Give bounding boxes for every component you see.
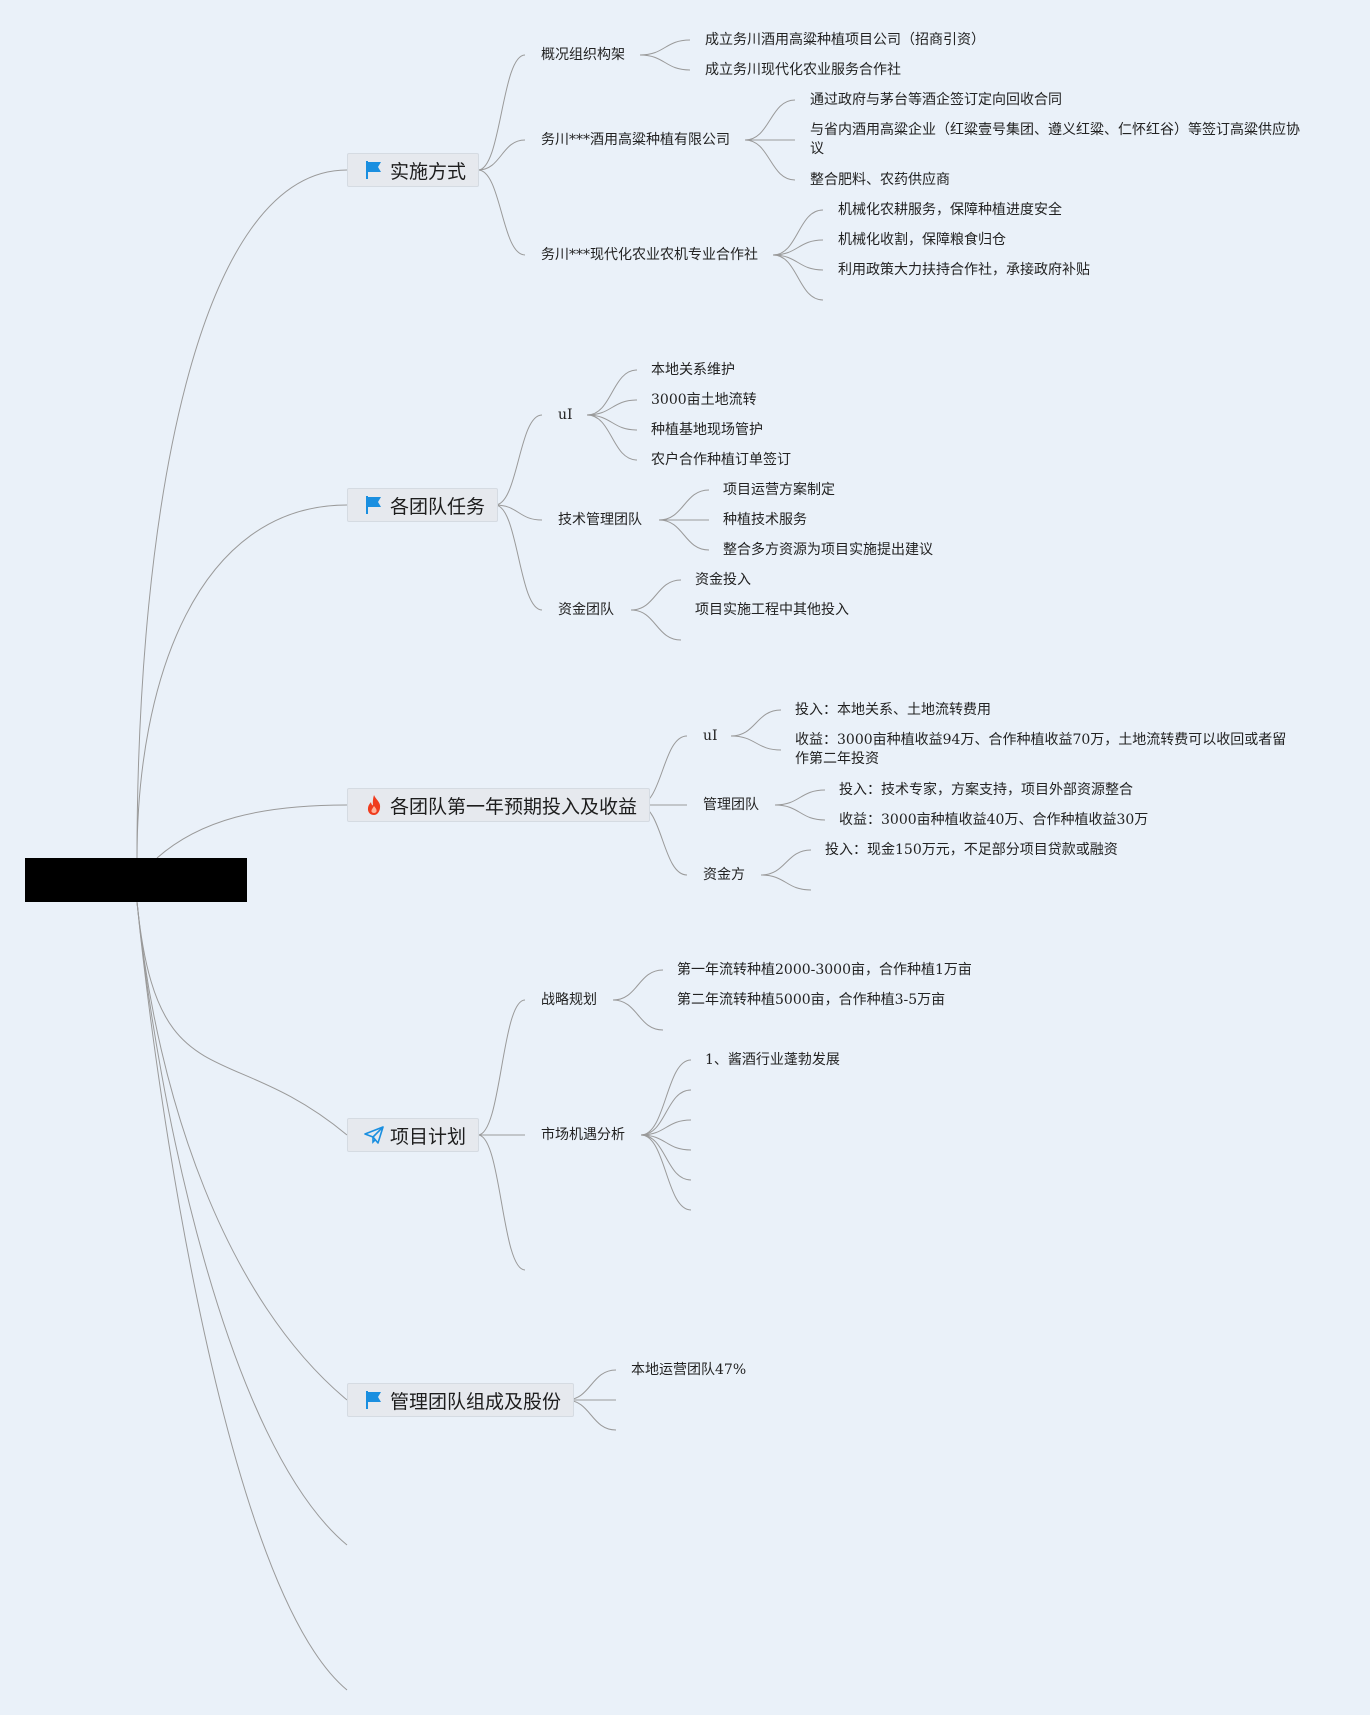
subtopic-local-operations-team[interactable]: 本地运营团队47% xyxy=(631,1362,747,1378)
connector-line xyxy=(136,169,348,859)
flag-icon xyxy=(364,494,384,516)
leaf-topic[interactable]: 机械化收割，保障粮食归仓 xyxy=(838,232,1006,248)
connector-line xyxy=(494,504,543,521)
leaf-topic[interactable]: 整合肥料、农药供应商 xyxy=(810,172,950,188)
topic-label: 各团队任务 xyxy=(390,495,486,518)
leaf-topic[interactable]: 通过政府与茅台等酒企签订定向回收合同 xyxy=(810,92,1062,108)
connector-line xyxy=(640,1134,692,1211)
connector-line xyxy=(586,369,638,416)
connector-line xyxy=(136,901,348,1136)
leaf-topic[interactable]: 种植技术服务 xyxy=(723,512,807,528)
leaf-topic[interactable]: 投入：现金150万元，不足部分项目贷款或融资 xyxy=(825,842,1118,858)
connector-line xyxy=(477,54,526,171)
subtopic-ui-team[interactable]: uI xyxy=(703,728,718,744)
connector-line xyxy=(639,54,691,71)
leaf-topic[interactable]: 利用政策大力扶持合作社，承接政府补贴 xyxy=(838,262,1090,278)
connector-line xyxy=(772,254,824,271)
topic-team-tasks[interactable]: 各团队任务 xyxy=(347,488,499,522)
leaf-topic[interactable]: 机械化农耕服务，保障种植进度安全 xyxy=(838,202,1062,218)
connector-line xyxy=(612,969,664,1001)
leaf-topic[interactable]: 成立务川现代化农业服务合作社 xyxy=(705,62,901,78)
paper-plane-icon xyxy=(364,1124,384,1146)
subtopic-management-team[interactable]: 管理团队 xyxy=(703,797,759,813)
connector-line xyxy=(772,209,824,256)
leaf-topic[interactable]: 收益：3000亩种植收益40万、合作种植收益30万 xyxy=(839,812,1149,828)
leaf-topic[interactable]: 第一年流转种植2000-3000亩，合作种植1万亩 xyxy=(677,962,972,978)
topic-project-plan[interactable]: 项目计划 xyxy=(347,1118,480,1152)
leaf-topic[interactable]: 资金投入 xyxy=(695,572,751,588)
topic-management-team-shares[interactable]: 管理团队组成及股份 xyxy=(347,1383,575,1417)
connector-line xyxy=(630,609,682,641)
connector-line xyxy=(586,414,638,461)
connector-line xyxy=(772,239,824,256)
connector-line xyxy=(730,709,782,737)
topic-label: 项目计划 xyxy=(390,1125,467,1148)
subtopic-market-analysis[interactable]: 市场机遇分析 xyxy=(541,1127,625,1143)
leaf-topic[interactable]: 投入：本地关系、土地流转费用 xyxy=(795,702,991,718)
topic-label: 管理团队组成及股份 xyxy=(390,1390,562,1413)
connector-line xyxy=(760,874,812,891)
connector-line xyxy=(477,169,526,256)
leaf-topic[interactable]: 投入：技术专家，方案支持，项目外部资源整合 xyxy=(839,782,1133,798)
leaf-topic[interactable]: 项目运营方案制定 xyxy=(723,482,835,498)
leaf-topic[interactable]: 整合多方资源为项目实施提出建议 xyxy=(723,542,933,558)
connector-line xyxy=(156,804,348,859)
topic-label: 各团队第一年预期投入及收益 xyxy=(390,795,638,818)
connector-line xyxy=(658,519,710,551)
subtopic-agri-cooperative[interactable]: 务川***现代化农业农机专业合作社 xyxy=(541,247,758,263)
leaf-topic[interactable]: 3000亩土地流转 xyxy=(651,392,757,408)
connector-line xyxy=(772,254,824,301)
leaf-topic[interactable]: 本地关系维护 xyxy=(651,362,735,378)
leaf-topic[interactable]: 第二年流转种植5000亩，合作种植3-5万亩 xyxy=(677,992,946,1008)
topic-first-year-investment-returns[interactable]: 各团队第一年预期投入及收益 xyxy=(347,788,651,822)
leaf-topic[interactable]: 成立务川酒用高粱种植项目公司（招商引资） xyxy=(705,32,985,48)
fire-icon xyxy=(364,794,384,816)
subtopic-org-structure[interactable]: 概况组织构架 xyxy=(541,47,625,63)
subtopic-ui-team[interactable]: uI xyxy=(558,407,573,423)
connector-line xyxy=(477,1134,526,1271)
connector-line xyxy=(640,1134,692,1151)
connector-line xyxy=(136,901,348,1546)
topic-label: 实施方式 xyxy=(390,160,467,183)
subtopic-tech-management-team[interactable]: 技术管理团队 xyxy=(558,512,642,528)
connector-line xyxy=(640,1089,692,1136)
connector-line xyxy=(586,399,638,416)
leaf-topic[interactable]: 1、酱酒行业蓬勃发展 xyxy=(705,1052,840,1068)
connector-line xyxy=(136,901,348,1691)
subtopic-sorghum-company[interactable]: 务川***酒用高粱种植有限公司 xyxy=(541,132,730,148)
connector-line xyxy=(640,1134,692,1181)
leaf-topic[interactable]: 与省内酒用高粱企业（红粱壹号集团、遵义红粱、仁怀红谷）等签订高粱供应协议 xyxy=(810,122,1300,157)
connector-line xyxy=(744,99,796,141)
leaf-topic[interactable]: 种植基地现场管护 xyxy=(651,422,763,438)
topic-implementation-method[interactable]: 实施方式 xyxy=(347,153,480,187)
connector-line xyxy=(730,735,782,751)
connector-line xyxy=(640,1119,692,1136)
connector-line xyxy=(774,789,826,806)
subtopic-investor[interactable]: 资金方 xyxy=(703,867,745,883)
connector-line xyxy=(640,1059,692,1136)
connector-line xyxy=(658,489,710,521)
subtopic-strategic-planning[interactable]: 战略规划 xyxy=(541,992,597,1008)
subtopic-funding-team[interactable]: 资金团队 xyxy=(558,602,614,618)
connector-line xyxy=(494,504,543,611)
connector-line xyxy=(639,39,691,56)
connector-line xyxy=(760,849,812,876)
connector-line xyxy=(586,414,638,431)
connector-line xyxy=(494,414,543,506)
leaf-topic[interactable]: 农户合作种植订单签订 xyxy=(651,452,791,468)
root-topic-redacted[interactable] xyxy=(25,858,247,902)
connector-line xyxy=(744,139,796,181)
flag-icon xyxy=(364,159,384,181)
connector-line xyxy=(630,579,682,611)
flag-icon xyxy=(364,1389,384,1411)
leaf-topic[interactable]: 收益：3000亩种植收益94万、合作种植收益70万，土地流转费可以收回或者留作第… xyxy=(795,732,1287,767)
leaf-topic[interactable]: 项目实施工程中其他投入 xyxy=(695,602,849,618)
connector-line xyxy=(612,999,664,1031)
connector-line xyxy=(477,999,526,1136)
connector-line xyxy=(136,901,348,1401)
connector-line xyxy=(774,804,826,821)
connector-line xyxy=(477,139,526,171)
connector-line xyxy=(136,504,348,859)
